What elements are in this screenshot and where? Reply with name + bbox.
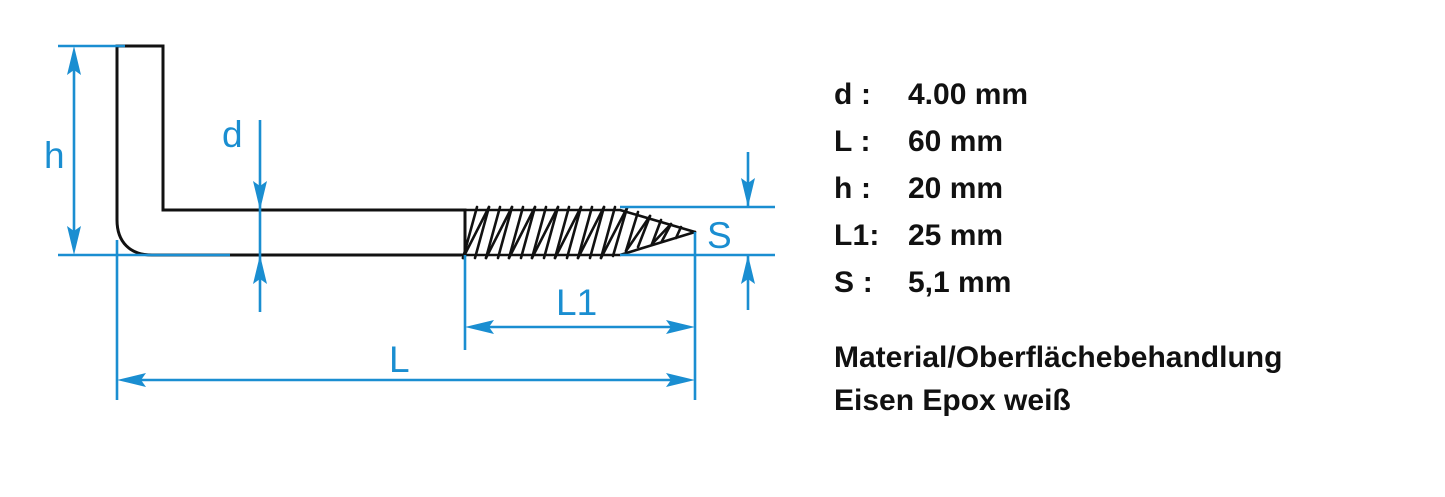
spec-key-s: S : (834, 266, 873, 299)
dimension-label-l: L (389, 339, 410, 380)
spec-row-s: S : 5,1 mm (834, 266, 1424, 313)
screw-hook-drawing: h d S (44, 44, 775, 400)
dimension-h: h (44, 44, 230, 257)
spec-value-d: 4.00 mm (908, 78, 1029, 111)
spec-value-l1: 25 mm (908, 219, 1004, 252)
arrowhead-down-s (741, 178, 755, 207)
spec-row-d: d : 4.00 mm (834, 78, 1424, 125)
spec-row-h: h : 20 mm (834, 172, 1424, 219)
spec-value-l: 60 mm (908, 125, 1004, 158)
spec-key-d: d : (834, 78, 872, 111)
threaded-shank (461, 205, 697, 260)
dimension-s: S (620, 152, 775, 310)
hook-body-outline (115, 44, 467, 257)
dimension-l: L (115, 240, 695, 400)
thread-turns (461, 205, 683, 260)
material-block: Material/Oberflächebehandlung Eisen Epox… (834, 336, 1424, 422)
arrowhead-up (67, 46, 81, 75)
spec-row-l1: L1: 25 mm (834, 219, 1424, 266)
spec-key-l: L : (834, 125, 871, 158)
arrowhead-left-l1 (465, 320, 494, 334)
arrowhead-right-l1 (666, 320, 695, 334)
specification-list: d : 4.00 mm L : 60 mm h : 20 mm L1: 25 m… (834, 78, 1424, 313)
dimension-label-d: d (222, 114, 243, 155)
material-value: Eisen Epox weiß (834, 384, 1071, 417)
material-heading: Material/Oberflächebehandlung (834, 341, 1283, 374)
dimension-label-l1: L1 (556, 282, 597, 323)
arrowhead-up-s (741, 255, 755, 284)
arrowhead-up-inner (253, 255, 267, 284)
dimension-label-s: S (707, 215, 732, 256)
spec-row-l: L : 60 mm (834, 125, 1424, 172)
dimension-label-h: h (44, 135, 65, 176)
arrowhead-left-l (117, 373, 146, 387)
dimension-d: d (222, 114, 267, 312)
arrowhead-down (67, 226, 81, 255)
spec-key-l1: L1: (834, 219, 880, 252)
spec-value-s: 5,1 mm (908, 266, 1012, 299)
arrowhead-right-l (666, 373, 695, 387)
spec-value-h: 20 mm (908, 172, 1004, 205)
spec-key-h: h : (834, 172, 872, 205)
arrowhead-down-inner (253, 181, 267, 210)
dimension-l1: L1 (463, 232, 697, 400)
